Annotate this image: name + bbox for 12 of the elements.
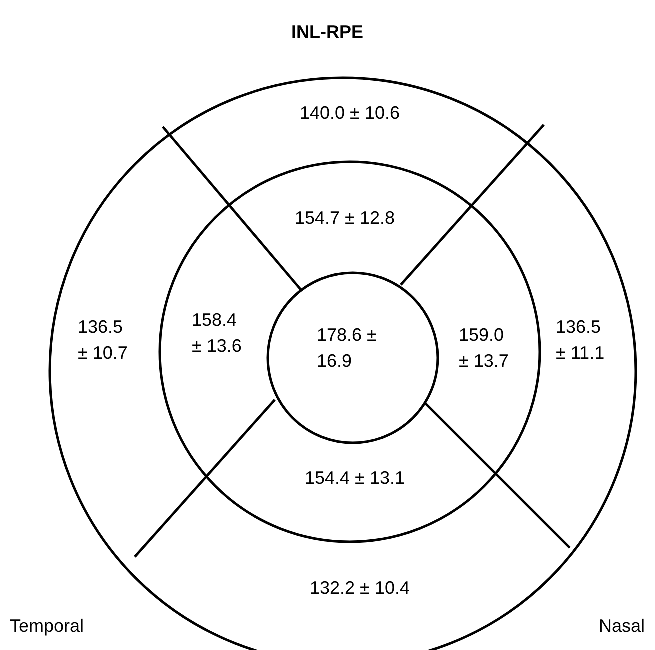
- sector-value: 136.5 ± 10.7: [78, 316, 129, 365]
- sector-value: 136.5 ± 11.1: [556, 316, 606, 365]
- sector-value: 154.7 ± 12.8: [294, 207, 396, 230]
- sector-value: 158.4 ± 13.6: [192, 309, 243, 358]
- sector-value: 154.4 ± 13.1: [304, 467, 406, 490]
- sector-value: 178.6 ± 16.9: [317, 324, 378, 373]
- sector-value: 159.0 ± 13.7: [459, 324, 510, 373]
- side-label: Temporal: [10, 615, 84, 638]
- sector-value: 132.2 ± 10.4: [309, 577, 411, 600]
- chart-title: INL-RPE: [290, 21, 364, 44]
- sector-value: 140.0 ± 10.6: [299, 102, 401, 125]
- side-label: Nasal: [598, 615, 645, 638]
